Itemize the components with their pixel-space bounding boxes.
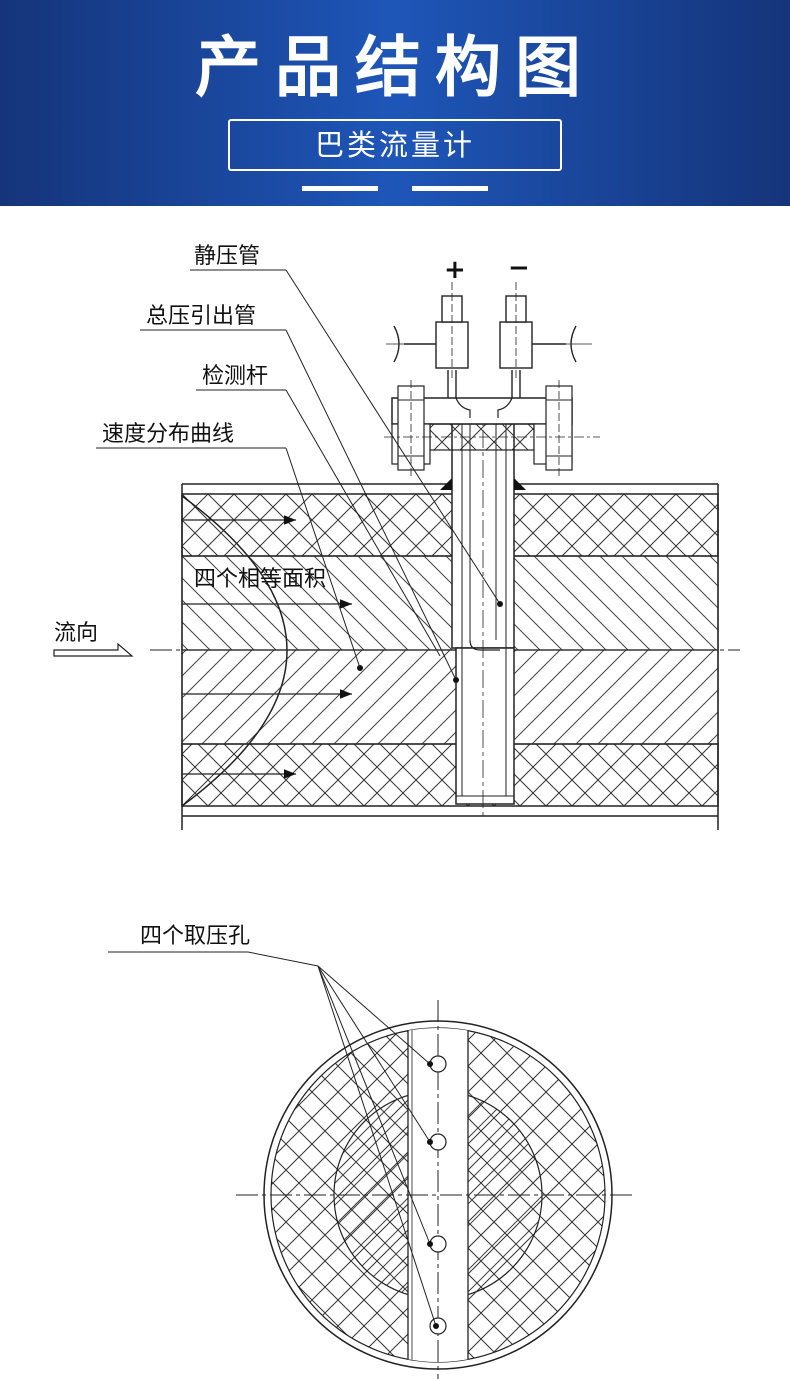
cross-section-drawing (236, 1000, 634, 1379)
header-banner: 产品结构图 巴类流量计 (0, 0, 790, 206)
decor-bar-right (412, 186, 488, 191)
label-detection-rod: 检测杆 (202, 364, 268, 389)
leader-lines-lower (108, 951, 437, 1327)
label-flow-direction: 流向 (54, 621, 98, 646)
label-four-equal-areas: 四个相等面积 (194, 567, 326, 592)
subtitle-box: 巴类流量计 (228, 119, 562, 171)
detection-rod-drawing (440, 400, 526, 820)
flange-drawing (384, 380, 600, 476)
label-static-pressure-tube: 静压管 (194, 244, 260, 269)
flow-arrow (53, 642, 134, 657)
minus-sign: − (508, 253, 530, 283)
plus-sign: + (444, 255, 466, 285)
page-title: 产品结构图 (195, 29, 595, 106)
valves-drawing (386, 282, 592, 418)
label-velocity-curve: 速度分布曲线 (102, 422, 234, 447)
decor-bar-left (302, 186, 378, 191)
leader-lines-upper (96, 269, 501, 681)
label-four-pressure-holes: 四个取压孔 (140, 924, 250, 949)
label-total-pressure-outlet: 总压引出管 (146, 304, 256, 329)
velocity-curve-drawing (181, 495, 363, 807)
structure-drawing: + − 静压管 总压引出管 检测杆 速度分布曲线 四个相等面积 流向 (53, 244, 740, 1379)
pipe-section (150, 483, 740, 830)
